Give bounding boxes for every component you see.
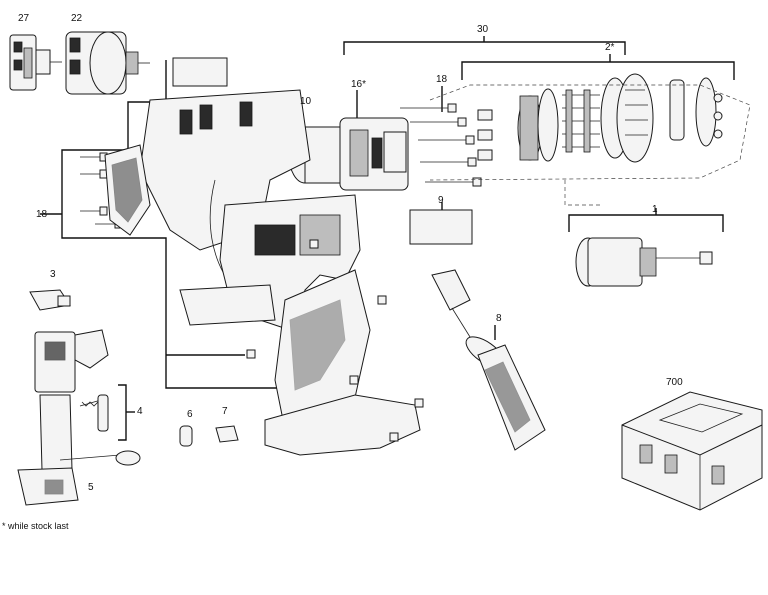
part-9-label-plate [409, 209, 473, 245]
label-part-10: 10 [300, 96, 312, 107]
alignment-dash-chuck [564, 180, 600, 206]
housing-left-half [139, 89, 311, 291]
part-1-chuck [575, 237, 713, 287]
label-part-22: 22 [71, 13, 83, 24]
label-part-27: 27 [18, 13, 30, 24]
part-700-carry-case [621, 391, 763, 511]
label-part-5: 5 [88, 482, 94, 493]
part-7-clip [215, 425, 239, 443]
label-part-18-left: 18 [36, 209, 48, 220]
screw-group-18-top [400, 103, 482, 187]
part-10-label-plate [172, 57, 228, 87]
bracket-30 [343, 36, 626, 55]
part-6-pin [179, 425, 193, 447]
label-part-2: 2* [605, 42, 615, 53]
part-4-bracket [118, 384, 135, 441]
label-part-9: 9 [438, 195, 444, 206]
bracket-1 [568, 208, 724, 232]
alignment-dash-top [429, 84, 751, 181]
label-part-6: 6 [187, 409, 193, 420]
label-part-30: 30 [477, 24, 489, 35]
part-22-motor [65, 31, 150, 95]
label-part-3: 3 [50, 269, 56, 280]
part-5-battery [17, 467, 79, 506]
label-part-4: 4 [137, 406, 143, 417]
part-8-side-handle [431, 269, 546, 451]
side-cover [104, 144, 151, 236]
part-3-switch-cover [29, 289, 71, 311]
part-27-motor-cap [9, 34, 62, 91]
bracket-2 [461, 54, 735, 80]
label-part-7: 7 [222, 406, 228, 417]
main-housing [179, 194, 421, 456]
label-part-18-top: 18 [436, 74, 448, 85]
footnote: * while stock last [2, 521, 69, 531]
loose-screws [246, 239, 424, 442]
part-4-spring-lever [79, 394, 109, 432]
label-part-16: 16* [351, 79, 367, 90]
part-2-clutch-assembly [477, 73, 723, 163]
label-part-1: 1 [652, 204, 658, 215]
label-part-700: 700 [666, 377, 683, 388]
trigger-switch [34, 329, 141, 471]
label-part-8: 8 [496, 313, 502, 324]
